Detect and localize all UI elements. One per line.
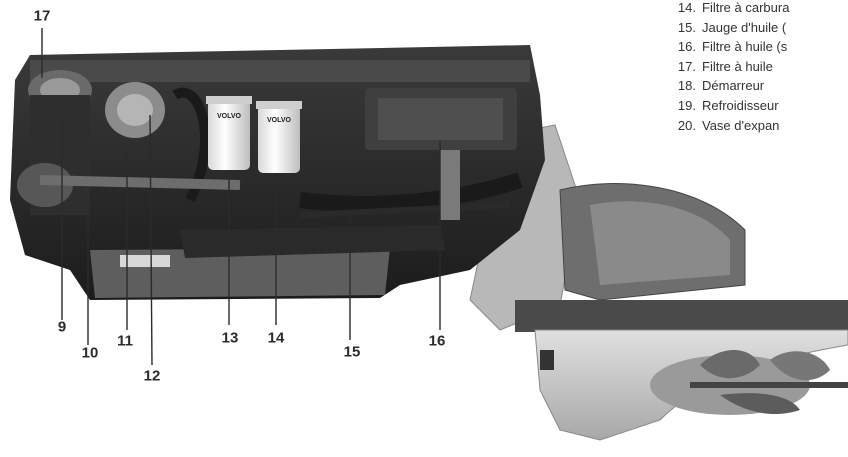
legend-number: 16. xyxy=(677,39,696,55)
legend-number: 18. xyxy=(677,78,696,94)
legend-text: Refroidisseur xyxy=(702,97,779,113)
filter-brand-label: VOLVO xyxy=(267,117,292,124)
callout-16: 16 xyxy=(428,332,446,350)
callout-9: 9 xyxy=(57,318,67,336)
propeller xyxy=(650,350,848,415)
callout-12: 12 xyxy=(143,367,161,385)
fuel-filter-14: VOLVO xyxy=(256,101,302,173)
stern-drive xyxy=(469,124,848,441)
callout-14: 14 xyxy=(267,329,285,347)
leader-line-12 xyxy=(149,114,153,366)
legend-number: 17. xyxy=(677,58,696,74)
legend-item: 14. Filtre à carbura xyxy=(666,0,848,18)
fuel-filter-13: VOLVO xyxy=(206,96,252,170)
legend-number: 19. xyxy=(677,97,696,113)
legend-text: Démarreur xyxy=(702,78,765,94)
legend-text: Vase d'expan xyxy=(702,117,780,133)
legend-item: 15. Jauge d'huile ( xyxy=(666,18,848,38)
callout-17: 17 xyxy=(33,7,51,25)
legend-text: Filtre à huile xyxy=(702,58,773,74)
legend-item: 16. Filtre à huile (s xyxy=(666,37,848,57)
legend-item: 17. Filtre à huile xyxy=(666,57,848,77)
filter-brand-label: VOLVO xyxy=(217,113,242,120)
leader-lines xyxy=(41,28,441,366)
parts-legend: 14. Filtre à carbura 15. Jauge d'huile ( 1… xyxy=(666,0,848,135)
legend-number: 14. xyxy=(677,0,696,15)
legend-text: Filtre à huile (s xyxy=(702,39,788,55)
legend-text: Jauge d'huile ( xyxy=(702,19,787,35)
callout-13: 13 xyxy=(221,329,239,347)
legend-item: 18. Démarreur xyxy=(666,76,848,96)
callout-15: 15 xyxy=(343,343,361,361)
callout-10: 10 xyxy=(81,344,99,362)
legend-item: 20. Vase d'expan xyxy=(666,116,848,136)
legend-number: 15. xyxy=(677,19,696,35)
callout-11: 11 xyxy=(117,332,133,350)
legend-number: 20. xyxy=(677,117,696,133)
legend-item: 19. Refroidisseur xyxy=(666,96,848,116)
legend-text: Filtre à carbura xyxy=(702,0,790,15)
